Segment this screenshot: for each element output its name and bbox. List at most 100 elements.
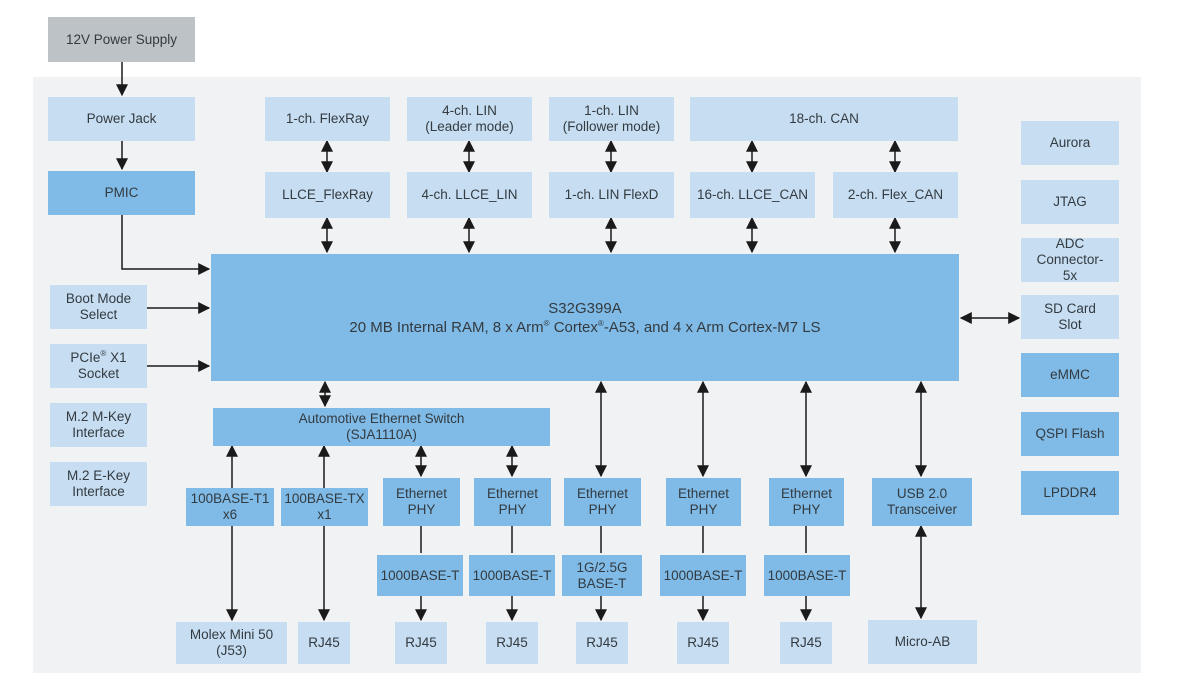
tx-line1: 100BASE-TX [284,491,365,506]
100base-t1-block: 100BASE-T1 x6 [186,488,274,526]
tx-line2: x1 [317,507,332,522]
phy5-line2: PHY [792,502,821,517]
lin-leader-block: 4-ch. LIN (Leader mode) [407,97,532,141]
rj45-2-label: RJ45 [405,635,437,650]
lin-follower-line1: 1-ch. LIN [584,103,639,118]
micro-ab-label: Micro-AB [894,634,951,649]
m2-e-line2: Interface [72,484,125,499]
1000base-t-1: 1000BASE-T [377,555,463,596]
llce-lin-label: 4-ch. LLCE_LIN [421,187,518,202]
base-t-4-label: 1000BASE-T [767,567,847,583]
base-t-2-label: 1000BASE-T [472,567,552,583]
emmc-label: eMMC [1050,367,1090,382]
ethernet-switch-block: Automotive Ethernet Switch (SJA1110A) [213,408,550,446]
power-jack-block: Power Jack [48,97,195,141]
soc-block: S32G399A 20 MB Internal RAM, 8 x Arm® Co… [211,254,959,381]
m2-m-line1: M.2 M-Key [65,409,132,424]
molex-line1: Molex Mini 50 [189,627,274,642]
lpddr4-label: LPDDR4 [1043,485,1097,500]
llce-flexray-block: LLCE_FlexRay [265,172,390,218]
flex-can-label: 2-ch. Flex_CAN [847,187,944,202]
rj45-5-label: RJ45 [687,635,719,650]
molex-block: Molex Mini 50 (J53) [176,622,287,664]
pcie-line2: Socket [77,366,120,381]
aurora-label: Aurora [1049,135,1091,150]
qspi-flash-label: QSPI Flash [1035,426,1105,441]
adc-block: ADC Connector-5x [1021,236,1119,283]
lin-leader-line1: 4-ch. LIN [442,103,497,118]
phy5-line1: Ethernet [780,486,833,501]
pmic-label: PMIC [104,185,139,200]
flexray-block: 1-ch. FlexRay [265,97,390,141]
llce-flexray-label: LLCE_FlexRay [282,187,373,202]
ethernet-phy-2: Ethernet PHY [474,478,551,526]
lin-flexd-block: 1-ch. LIN FlexD [549,172,674,218]
m2-e-key-block: M.2 E-Key Interface [50,462,147,506]
llce-can-label: 16-ch. LLCE_CAN [696,187,809,202]
phy4-line2: PHY [689,502,718,517]
qspi-flash-block: QSPI Flash [1021,412,1119,456]
m2-m-line2: Interface [72,425,125,440]
boot-mode-line2: Select [79,307,118,322]
lin-follower-block: 1-ch. LIN (Follower mode) [549,97,674,141]
rj45-1-label: RJ45 [308,635,340,650]
switch-line2: (SJA1110A) [346,427,417,442]
sd-card-label: SD Card Slot [1044,301,1096,332]
rj45-4-label: RJ45 [586,635,618,650]
can18-block: 18-ch. CAN [690,97,958,141]
phy3-line1: Ethernet [576,486,629,501]
flex-can-block: 2-ch. Flex_CAN [833,172,958,218]
phy3-line2: PHY [588,502,617,517]
usb-transceiver-block: USB 2.0 Transceiver [872,478,972,526]
llce-lin-block: 4-ch. LLCE_LIN [407,172,532,218]
phy2-line1: Ethernet [486,486,539,501]
t1-line1: 100BASE-T1 [190,491,270,506]
llce-can-block: 16-ch. LLCE_CAN [690,172,815,218]
micro-ab-block: Micro-AB [868,620,977,664]
ethernet-phy-5: Ethernet PHY [769,478,844,526]
can18-label: 18-ch. CAN [789,111,859,126]
molex-line2: (J53) [216,643,247,658]
ethernet-phy-1: Ethernet PHY [383,478,460,526]
emmc-block: eMMC [1021,353,1119,397]
rj45-3: RJ45 [486,622,538,664]
boot-mode-block: Boot Mode Select [50,285,147,329]
ethernet-phy-4: Ethernet PHY [666,478,741,526]
lpddr4-block: LPDDR4 [1021,471,1119,515]
lin-leader-line2: (Leader mode) [425,119,514,134]
base-t-1-label: 1000BASE-T [380,567,460,583]
phy4-line1: Ethernet [677,486,730,501]
power-jack-label: Power Jack [86,111,157,126]
jtag-block: JTAG [1021,180,1119,224]
100base-tx-block: 100BASE-TX x1 [281,488,368,526]
power-supply-block: 12V Power Supply [48,17,195,62]
pmic-block: PMIC [48,171,195,215]
m2-e-line1: M.2 E-Key [66,468,131,483]
base-25-line1: 1G/2.5G [576,559,628,575]
usb-line2: Transceiver [886,502,958,517]
pcie-line1: PCIe® X1 [70,349,127,366]
jtag-label: JTAG [1053,194,1087,209]
phy1-line1: Ethernet [395,486,448,501]
t1-line2: x6 [222,507,238,522]
soc-name: S32G399A [548,299,622,317]
2-5g-base-t: 1G/2.5G BASE-T [562,555,642,596]
phy1-line2: PHY [407,502,436,517]
rj45-3-label: RJ45 [496,635,528,650]
m2-m-key-block: M.2 M-Key Interface [50,403,147,447]
lin-follower-line2: (Follower mode) [562,119,661,134]
boot-mode-line1: Boot Mode [65,291,132,306]
usb-line1: USB 2.0 [896,486,948,501]
rj45-5: RJ45 [677,622,729,664]
phy2-line2: PHY [498,502,527,517]
rj45-1: RJ45 [298,622,350,664]
adc-label: ADC Connector-5x [1036,236,1104,283]
soc-description: 20 MB Internal RAM, 8 x Arm® Cortex®-A53… [349,318,821,336]
1000base-t-3: 1000BASE-T [660,555,746,596]
1000base-t-4: 1000BASE-T [764,555,850,596]
pcie-block: PCIe® X1 Socket [50,344,147,388]
rj45-6: RJ45 [780,622,832,664]
switch-line1: Automotive Ethernet Switch [298,411,465,426]
lin-flexd-label: 1-ch. LIN FlexD [564,187,659,202]
ethernet-phy-3: Ethernet PHY [564,478,641,526]
